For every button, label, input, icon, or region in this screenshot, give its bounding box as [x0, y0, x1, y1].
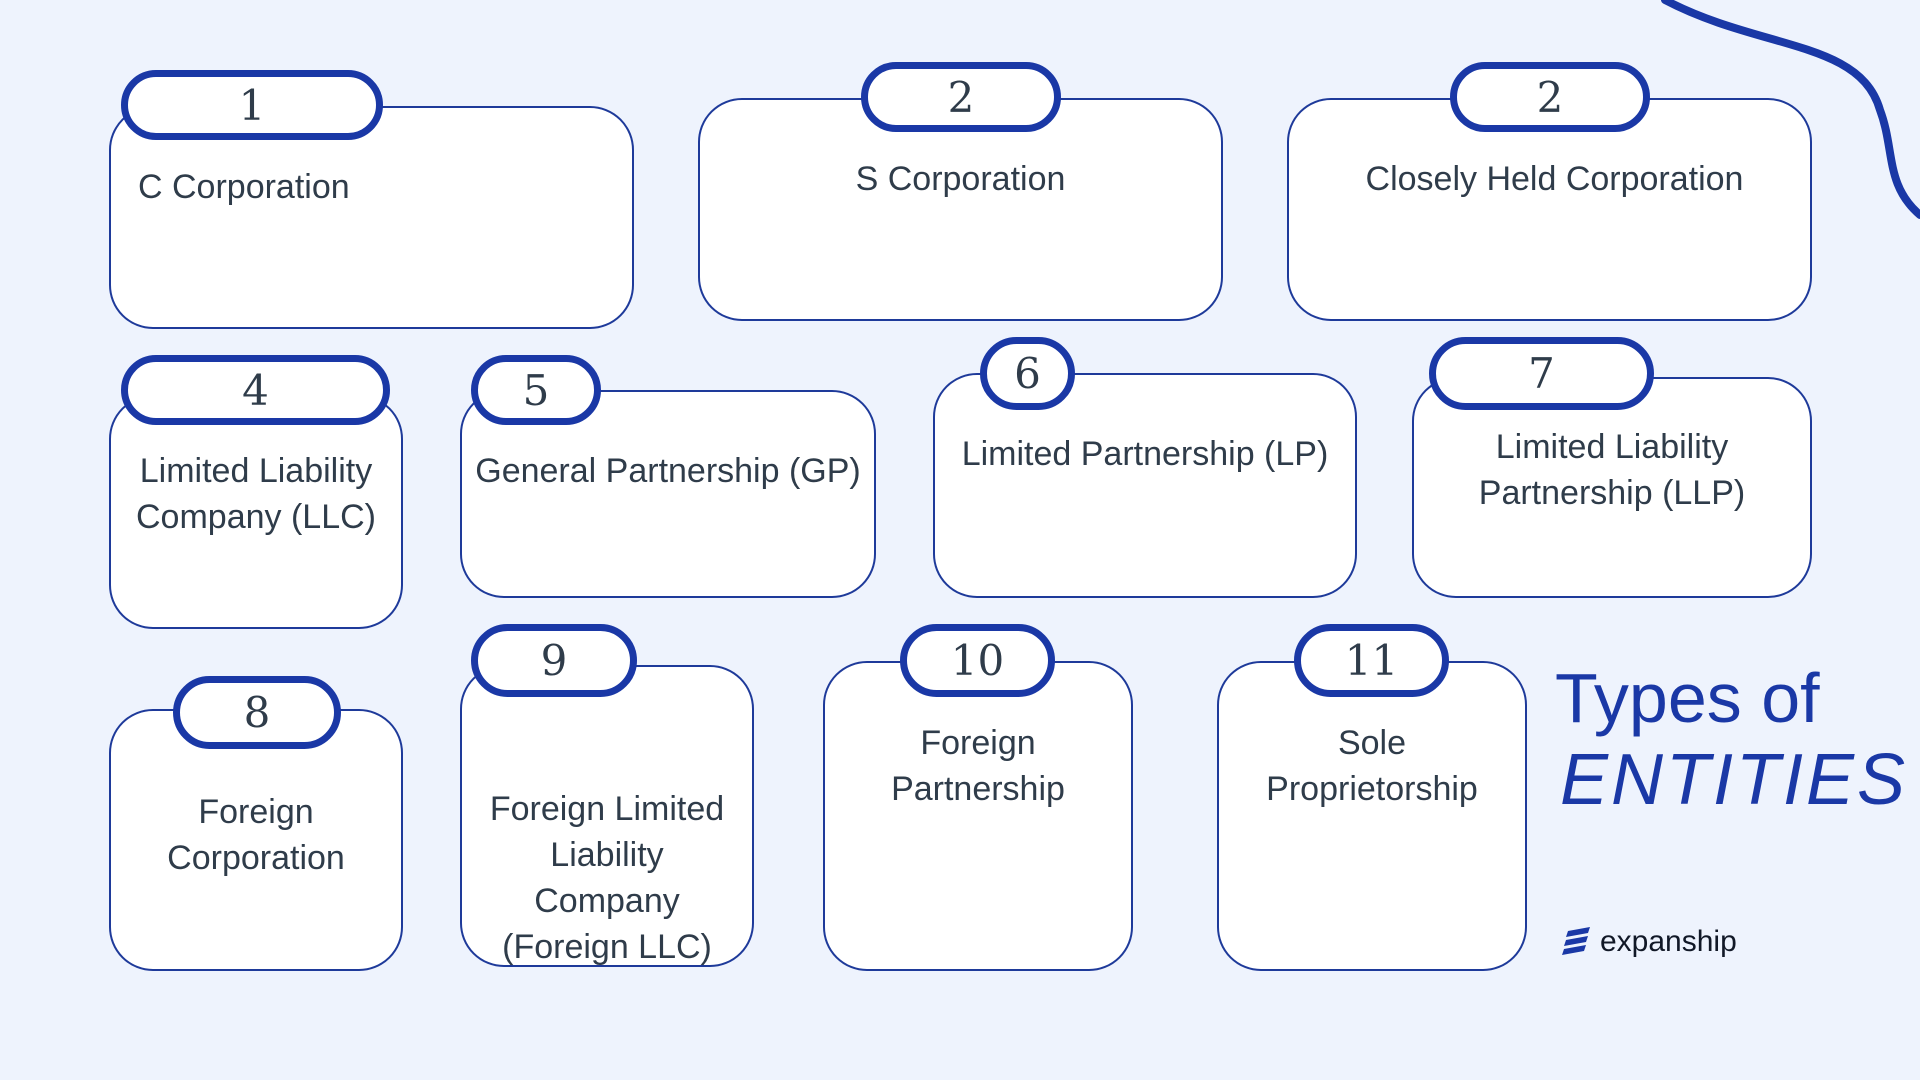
entity-number-badge: 5 — [471, 355, 601, 425]
entity-card-llc — [109, 395, 403, 629]
entity-number-badge: 1 — [121, 70, 383, 140]
brand-logo: expanship — [1560, 925, 1737, 959]
heading-line-1: Types of — [1555, 659, 1820, 737]
entity-card-general-partnership — [460, 390, 876, 598]
brand-name: expanship — [1600, 925, 1737, 958]
entity-label: Limited Partnership (LP) — [961, 435, 1329, 473]
entity-label: Limited Liability Company (LLC) — [136, 452, 376, 536]
entity-label: Foreign Limited Liability Company (Forei… — [489, 790, 725, 966]
entity-label: Foreign Partnership — [891, 724, 1065, 808]
entity-number-badge: 11 — [1294, 624, 1449, 697]
entity-number-badge: 6 — [980, 337, 1075, 410]
entity-number-badge: 4 — [121, 355, 390, 425]
entity-label: General Partnership (GP) — [475, 452, 861, 490]
entity-number-badge: 7 — [1429, 337, 1654, 410]
entity-card-foreign-partnership — [823, 661, 1133, 971]
entity-number-badge: 8 — [173, 676, 341, 749]
entity-label: Sole Proprietorship — [1266, 724, 1478, 808]
entity-card-llp — [1412, 377, 1812, 598]
entity-number-badge: 2 — [1450, 62, 1650, 132]
entity-label: S Corporation — [855, 160, 1066, 198]
entity-card-limited-partnership — [933, 373, 1357, 598]
entity-card-closely-held-corporation — [1287, 98, 1812, 321]
expanship-logo-icon — [1562, 927, 1590, 955]
entity-card-foreign-corporation — [109, 709, 403, 971]
entity-label: Foreign Corporation — [167, 793, 345, 877]
entity-number-badge: 9 — [471, 624, 637, 697]
entity-card-c-corporation — [109, 106, 634, 329]
entity-card-s-corporation — [698, 98, 1223, 321]
entity-label: Closely Held Corporation — [1365, 160, 1744, 198]
entity-card-foreign-llc — [460, 665, 754, 967]
heading-line-2: ENTITIES — [1560, 740, 1909, 820]
entity-number-badge: 2 — [861, 62, 1061, 132]
entity-label: C Corporation — [138, 168, 350, 206]
entity-card-sole-proprietorship — [1217, 661, 1527, 971]
entity-number-badge: 10 — [900, 624, 1055, 697]
entity-label: Limited Liability Partnership (LLP) — [1478, 428, 1746, 512]
